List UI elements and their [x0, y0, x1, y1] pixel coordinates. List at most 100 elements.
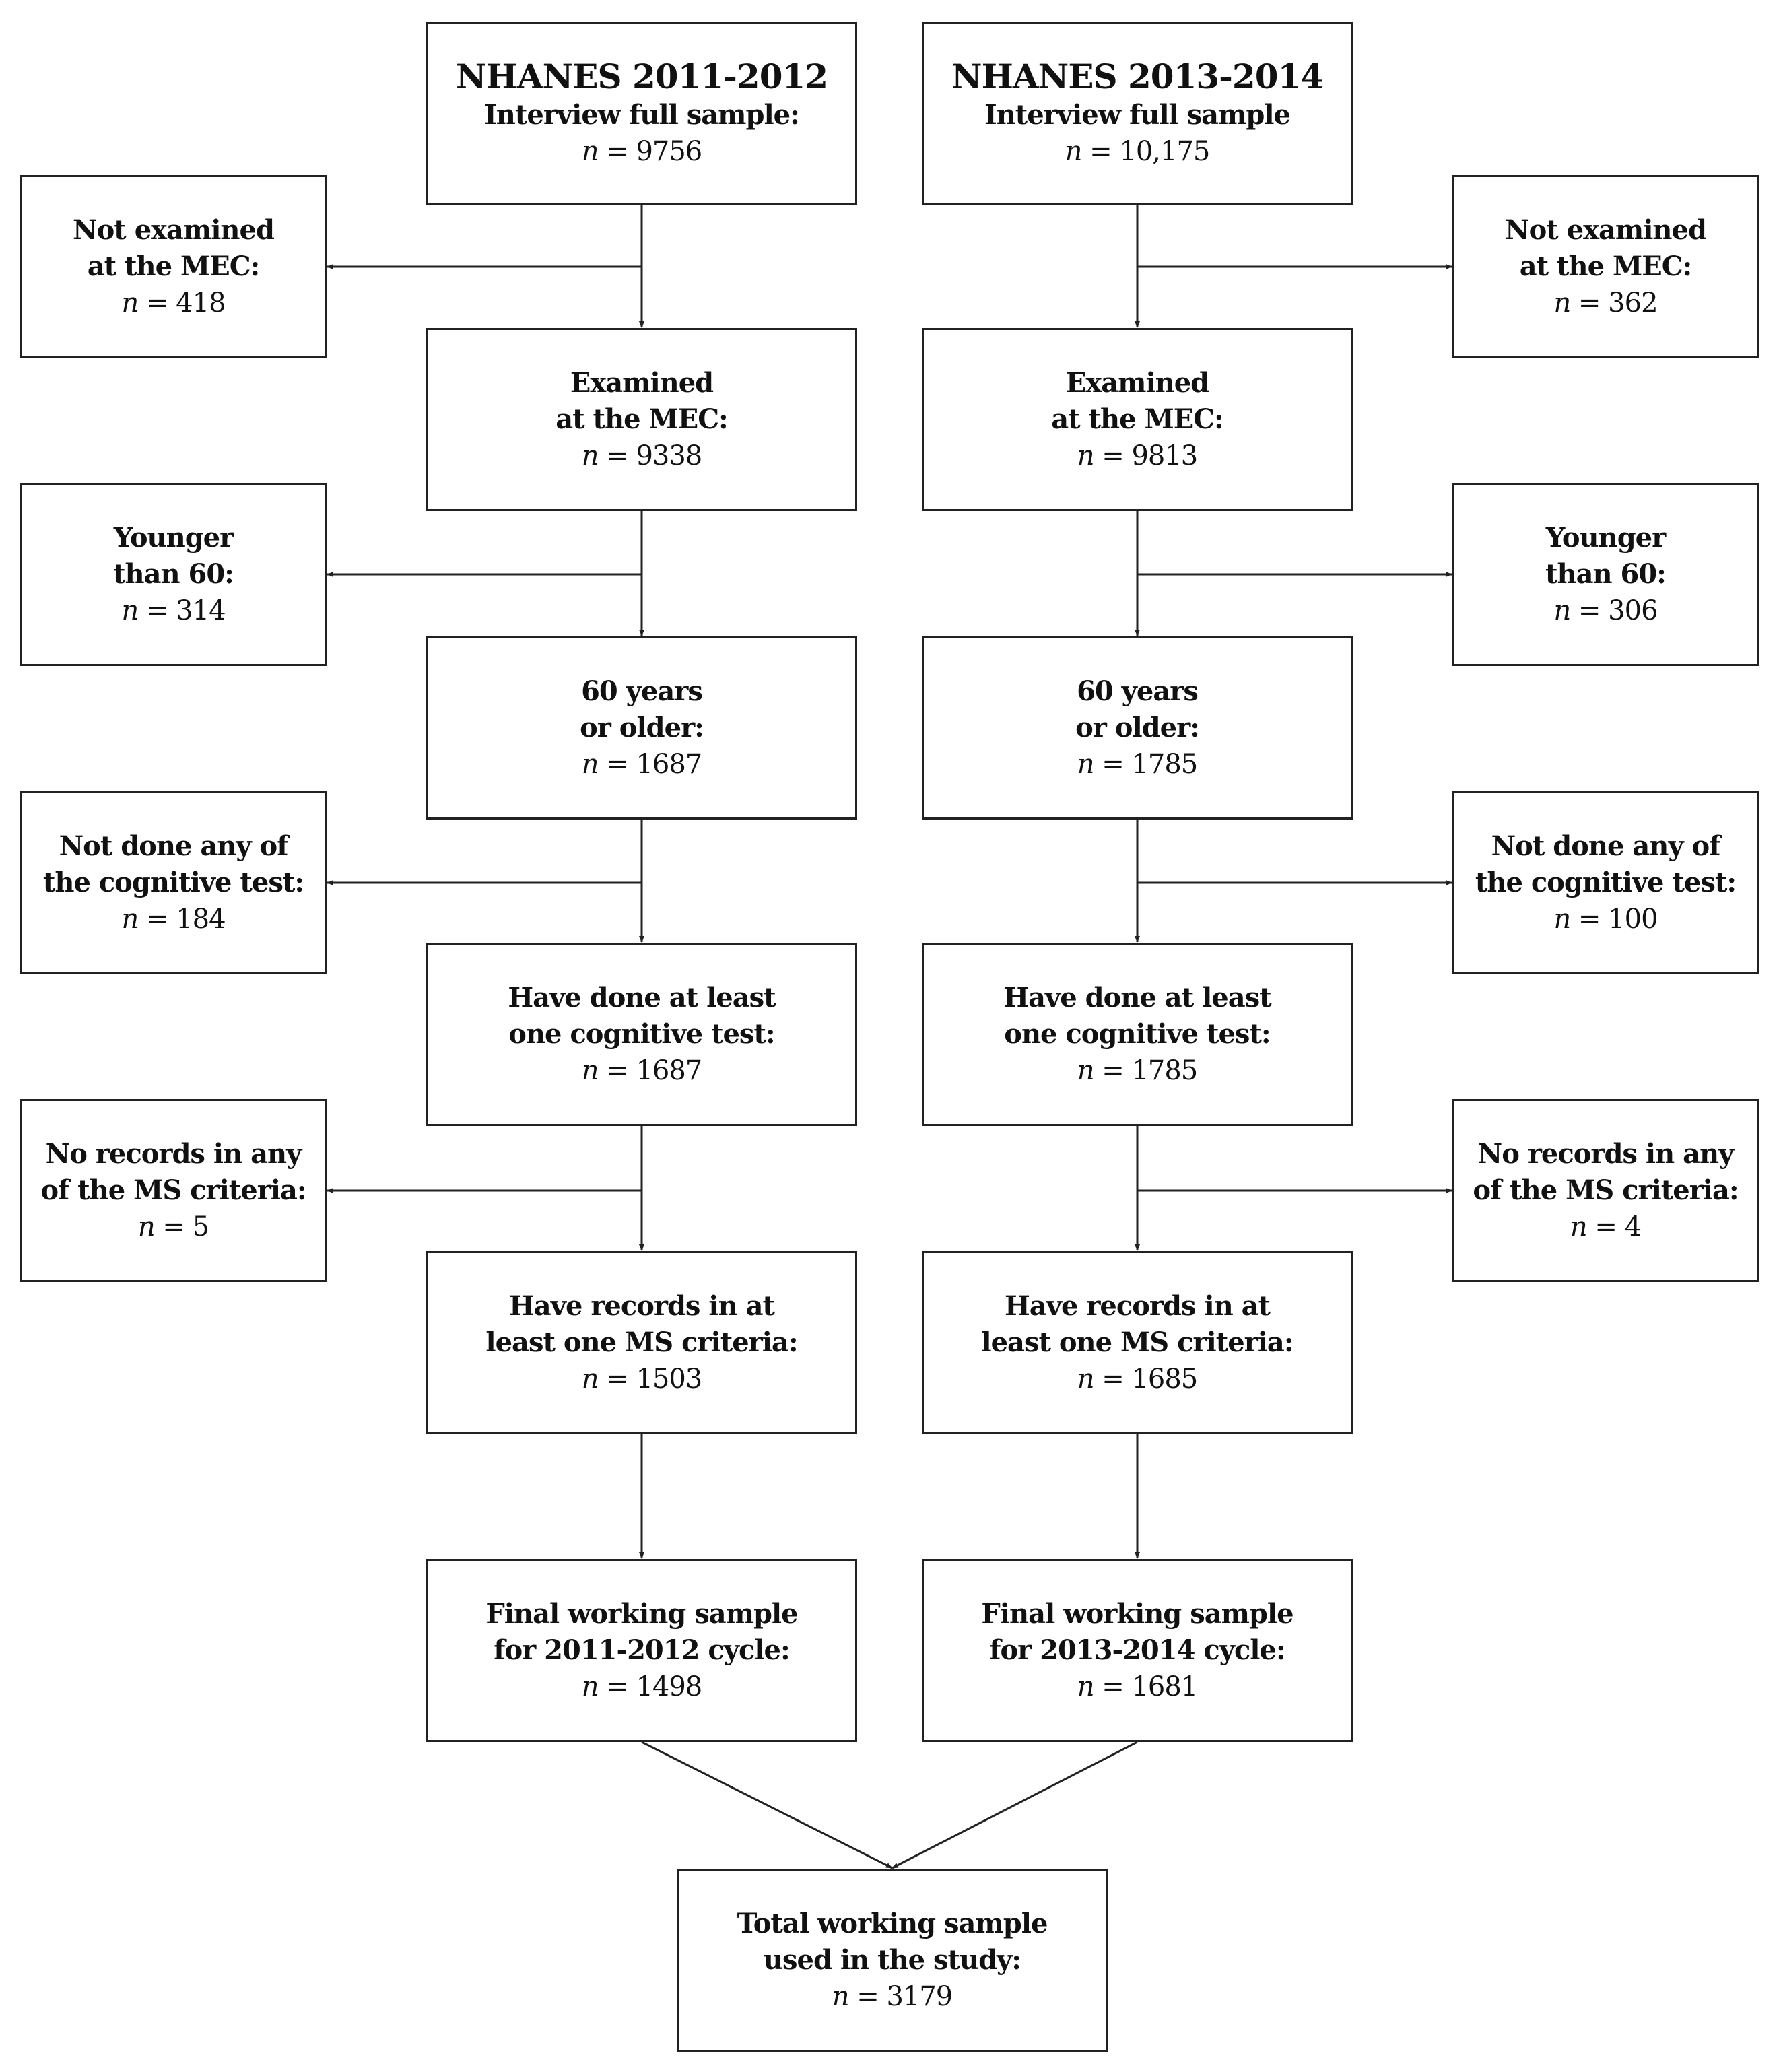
sample-count: n = 1785 [1077, 1052, 1199, 1089]
box-label-line: at the MEC: [556, 403, 729, 435]
merge-arrow-left [641, 1741, 893, 1869]
n-separator: = [1094, 1364, 1132, 1395]
n-symbol: n [581, 1364, 599, 1395]
n-symbol: n [581, 136, 599, 167]
n-symbol: n [1077, 749, 1095, 780]
n-value: 9813 [1131, 440, 1198, 471]
n-value: 1785 [1131, 1055, 1198, 1086]
box-label-line: than 60: [113, 558, 234, 590]
n-symbol: n [1077, 440, 1095, 471]
sample-count: n = 362 [1553, 285, 1658, 321]
n-value: 314 [176, 595, 226, 626]
n-value: 1687 [636, 749, 702, 780]
n-symbol: n [121, 595, 139, 626]
box-label-line: one cognitive test: [1004, 1018, 1271, 1050]
sample-count: n = 1681 [1077, 1669, 1199, 1705]
n-value: 3179 [886, 1981, 953, 2012]
box-label-line: Not done any of [1491, 830, 1721, 862]
box-label-line: least one MS criteria: [485, 1327, 798, 1358]
box-label-line: at the MEC: [1051, 403, 1224, 435]
box-label-line: of the MS criteria: [1473, 1174, 1739, 1206]
box-label-line: or older: [1075, 712, 1200, 743]
n-symbol: n [832, 1981, 850, 2012]
n-value: 1785 [1131, 749, 1198, 780]
sample-count: n = 1685 [1077, 1361, 1199, 1397]
n-value: 306 [1608, 595, 1658, 626]
n-separator: = [1081, 136, 1120, 167]
merge-arrow-right [892, 1741, 1138, 1869]
n-separator: = [1586, 1211, 1625, 1242]
box-label-line: Not examined [73, 214, 275, 246]
box-label-line: Total working sample [737, 1908, 1048, 1939]
sample-count: n = 9756 [581, 133, 703, 170]
n-symbol: n [581, 440, 599, 471]
sample-count: n = 5 [138, 1209, 209, 1245]
left-ms-records-box: Have records in at least one MS criteria:… [426, 1251, 857, 1434]
n-separator: = [598, 1671, 636, 1702]
box-label-line: one cognitive test: [508, 1018, 775, 1050]
n-symbol: n [121, 904, 139, 935]
sample-count: n = 306 [1553, 593, 1658, 629]
n-value: 10,175 [1119, 136, 1210, 167]
box-label-line: Have done at least [1003, 982, 1271, 1013]
n-symbol: n [1077, 1364, 1095, 1395]
box-label-line: Have records in at [509, 1290, 775, 1322]
box-label-line: for 2013-2014 cycle: [989, 1634, 1285, 1666]
n-value: 4 [1624, 1211, 1642, 1242]
n-separator: = [138, 288, 176, 319]
sample-count: n = 9338 [581, 438, 703, 474]
n-separator: = [1570, 904, 1609, 935]
box-label-line: Examined [570, 367, 714, 399]
sample-count: n = 314 [121, 593, 226, 629]
box-label-line: at the MEC: [1519, 250, 1693, 282]
n-separator: = [1094, 1055, 1132, 1086]
n-value: 1498 [636, 1671, 702, 1702]
box-label-line: at the MEC: [87, 250, 261, 282]
n-value: 1687 [636, 1055, 702, 1086]
sample-count: n = 418 [121, 285, 226, 321]
sample-count: n = 184 [121, 901, 226, 937]
n-symbol: n [1570, 1211, 1588, 1242]
n-symbol: n [581, 749, 599, 780]
n-symbol: n [581, 1055, 599, 1086]
sample-count: n = 3179 [832, 1978, 953, 2015]
box-label-line: Interview full sample: [484, 99, 800, 131]
sample-count: n = 1687 [581, 746, 703, 782]
box-label-line: Not done any of [59, 830, 289, 862]
sample-count: n = 1503 [581, 1361, 703, 1397]
n-separator: = [848, 1981, 887, 2012]
box-label-line: or older: [580, 712, 704, 743]
right-excl-no-cognitive-box: Not done any of the cognitive test:n = 10… [1452, 791, 1759, 974]
box-label-line: the cognitive test: [1475, 867, 1737, 898]
sample-count: n = 9813 [1077, 438, 1199, 474]
n-symbol: n [1065, 136, 1083, 167]
sample-count: n = 100 [1553, 901, 1658, 937]
right-cognitive-box: Have done at least one cognitive test:n =… [922, 943, 1353, 1126]
box-label-line: least one MS criteria: [981, 1327, 1293, 1358]
n-value: 5 [192, 1211, 209, 1242]
sample-count: n = 10,175 [1065, 133, 1211, 170]
n-value: 9338 [636, 440, 702, 471]
n-value: 418 [176, 288, 226, 319]
n-separator: = [1094, 1671, 1132, 1702]
n-value: 1685 [1131, 1364, 1198, 1395]
n-separator: = [598, 440, 636, 471]
n-separator: = [598, 1055, 636, 1086]
n-separator: = [598, 1364, 636, 1395]
n-separator: = [598, 136, 636, 167]
n-value: 362 [1608, 288, 1658, 319]
